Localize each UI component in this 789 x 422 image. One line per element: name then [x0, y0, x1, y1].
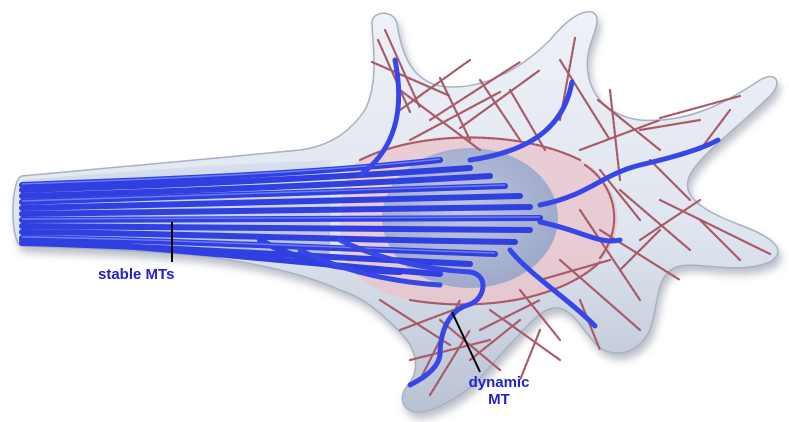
dynamic-mt-label-line2: MT — [460, 391, 538, 408]
dynamic-mt-label-line1: dynamic — [460, 374, 538, 391]
dynamic-mt-label: dynamic MT — [460, 374, 538, 408]
stable-mts-label: stable MTs — [98, 266, 174, 283]
